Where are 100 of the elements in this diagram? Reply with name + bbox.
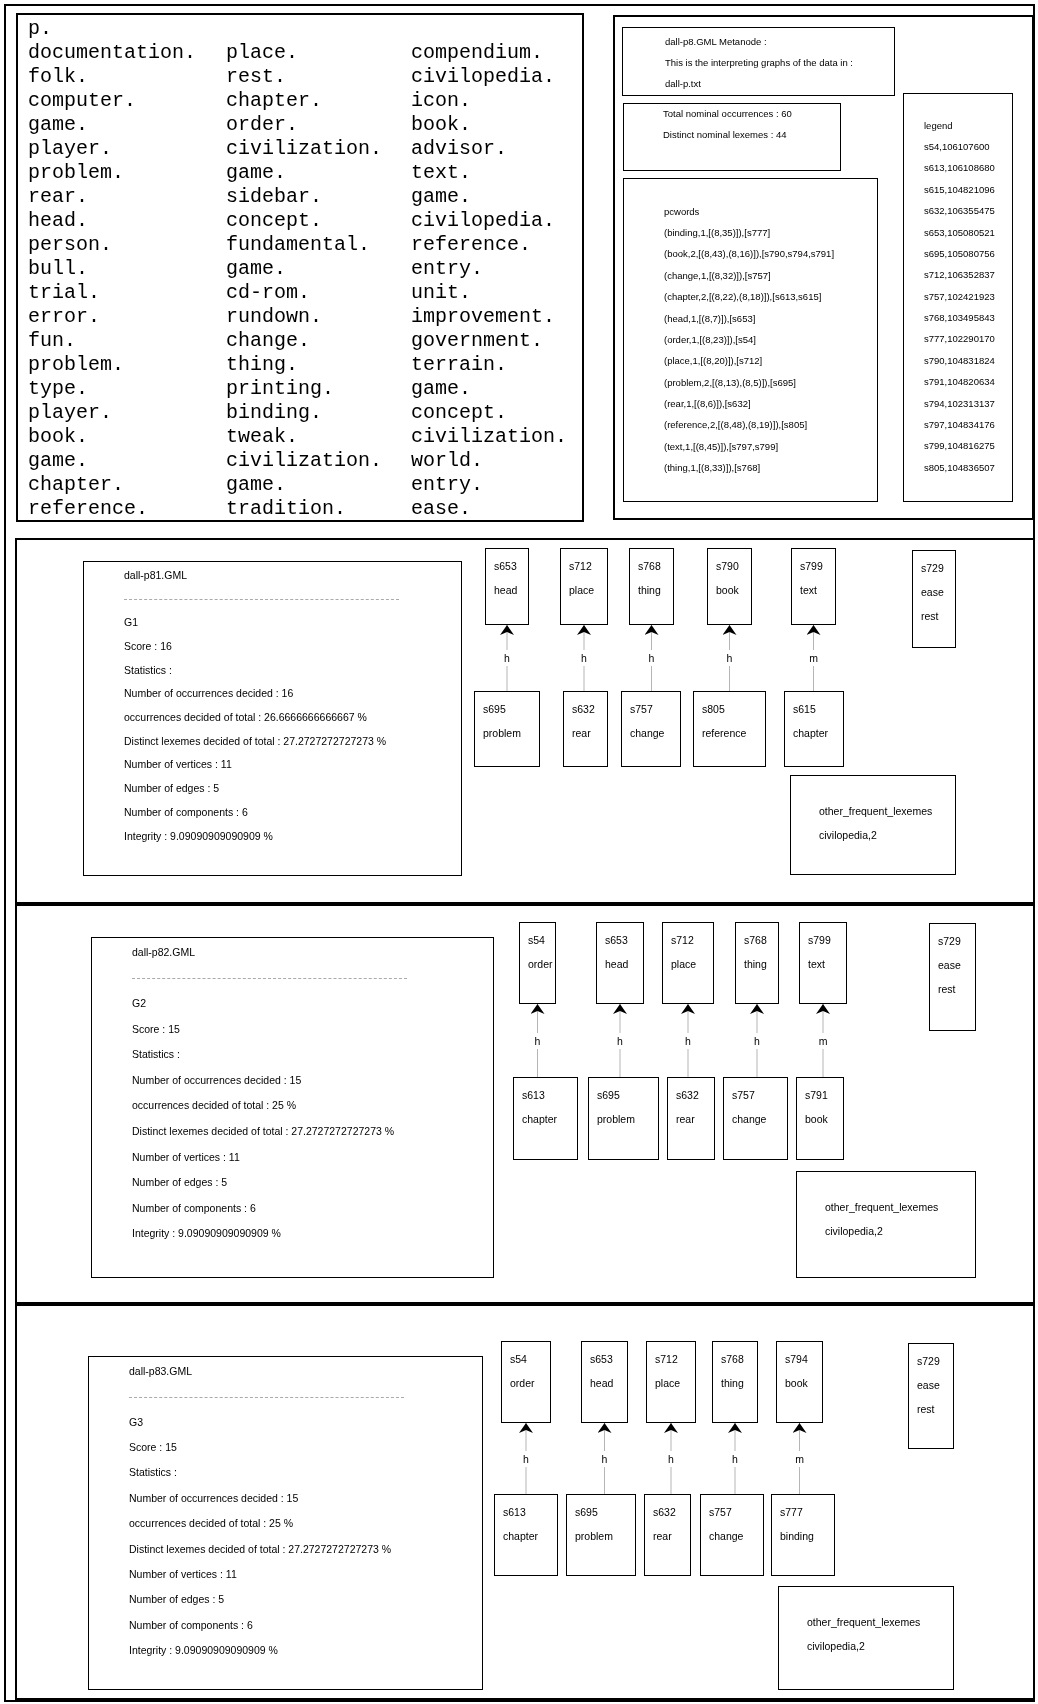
text-line: s632,106355475 [924,204,995,219]
text-line: pcwords [664,204,700,219]
statistics-box [83,561,462,876]
node-label: place [569,583,595,599]
text-line: dall-p.txt [665,77,701,92]
word: type. [28,377,88,401]
text-line: s615,104821096 [924,182,995,197]
node-label: change [709,1529,744,1545]
text-line: s712,106352837 [924,268,995,283]
info-box [623,178,878,502]
info-box [903,93,1013,502]
node-label: chapter [522,1112,558,1128]
node-label: text [800,583,817,599]
node-label: rest [917,1402,935,1418]
statistics-line: Distinct lexemes decided of total : 27.2727272727273 % [132,1124,395,1140]
statistics-line: occurrences decided of total : 25 % [129,1516,293,1532]
statistics-box [91,937,494,1278]
arrow [750,1003,764,1078]
graph-node-box [566,1494,636,1576]
word: terrain. [411,353,507,377]
text-line: (reference,2,[(8,48),(8,19)]),[s805] [664,418,808,433]
statistics-line: Number of components : 6 [129,1617,253,1633]
node-label: civilopedia,2 [819,828,877,844]
node-label: rear [653,1529,672,1545]
node-id: s653 [494,559,517,575]
graph-node-box [560,548,608,625]
graph-node-box [712,1341,758,1423]
word: game. [28,113,88,137]
node-label: thing [744,957,767,973]
word: head. [28,209,88,233]
node-label: rest [938,982,956,998]
node-id: s712 [569,559,592,575]
text-line: Total nominal occurrences : 60 [663,107,792,122]
edge-label: h [503,650,511,666]
word: sidebar. [226,185,322,209]
node-label: chapter [793,726,829,742]
word: game. [226,473,286,497]
statistics-line: Number of vertices : 11 [129,1566,237,1582]
word: text. [411,161,471,185]
word: concept. [226,209,322,233]
word: tradition. [226,497,347,521]
info-box [622,27,895,96]
node-id: s729 [921,561,944,577]
node-id: s757 [732,1088,755,1104]
text-line: s794,102313137 [924,396,995,411]
word: compendium. [411,41,544,65]
arrow [519,1422,533,1495]
word: game. [226,257,286,281]
node-label: head [590,1376,614,1392]
node-id: s695 [575,1505,598,1521]
text-line: (problem,2,[(8,13),(8,5)]),[s695] [664,375,796,390]
arrow [792,1422,807,1495]
text-line: s653,105080521 [924,225,995,240]
word: reference. [411,233,532,257]
graph-node-box [519,922,556,1004]
word: chapter. [28,473,124,497]
word: problem. [28,161,124,185]
word: rear. [28,185,88,209]
word: fun. [28,329,76,353]
word: place. [226,41,298,65]
node-label: order [510,1376,535,1392]
text-line: s613,106108680 [924,161,995,176]
node-id: s790 [716,559,739,575]
text-line: This is the interpreting graphs of the data in : [665,56,853,71]
graph-node-box [735,922,779,1004]
statistics-line: dall-p83.GML [129,1363,193,1379]
statistics-line: G1 [124,615,138,631]
statistics-line: dall-p82.GML [132,944,196,960]
graph-node-box [662,922,714,1004]
word: game. [411,185,471,209]
arrow [530,1003,545,1078]
word: civilopedia. [411,65,556,89]
word: fundamental. [226,233,371,257]
graph-node-box [791,548,836,625]
word: chapter. [226,89,322,113]
statistics-line: Number of components : 6 [124,804,248,820]
graph-node-box [629,548,674,625]
word: rundown. [226,305,322,329]
node-label: rear [676,1112,695,1128]
text-line: (head,1,[(8,7)]),[s653] [664,311,756,326]
node-label: civilopedia,2 [825,1224,883,1240]
text-line: legend [924,118,953,133]
node-label: place [655,1376,681,1392]
arrow [664,1422,678,1495]
word: change. [226,329,310,353]
edge-label: h [522,1450,530,1467]
edge-label: h [647,650,656,666]
word: civilization. [226,137,383,161]
word: civilopedia. [411,209,556,233]
node-id: s805 [702,702,725,718]
statistics-line: occurrences decided of total : 26.6666666666667 % [124,710,367,726]
statistics-line: Number of edges : 5 [132,1175,228,1191]
graph-node-box [646,1341,696,1423]
word: government. [411,329,544,353]
text-line: (place,1,[(8,20)]),[s712] [664,354,763,369]
graph-node-box [707,548,752,625]
text-line: (change,1,[(8,32)]),[s757] [664,268,771,283]
word: civilization. [226,449,383,473]
node-id: s799 [808,933,831,949]
node-id: s695 [483,702,506,718]
